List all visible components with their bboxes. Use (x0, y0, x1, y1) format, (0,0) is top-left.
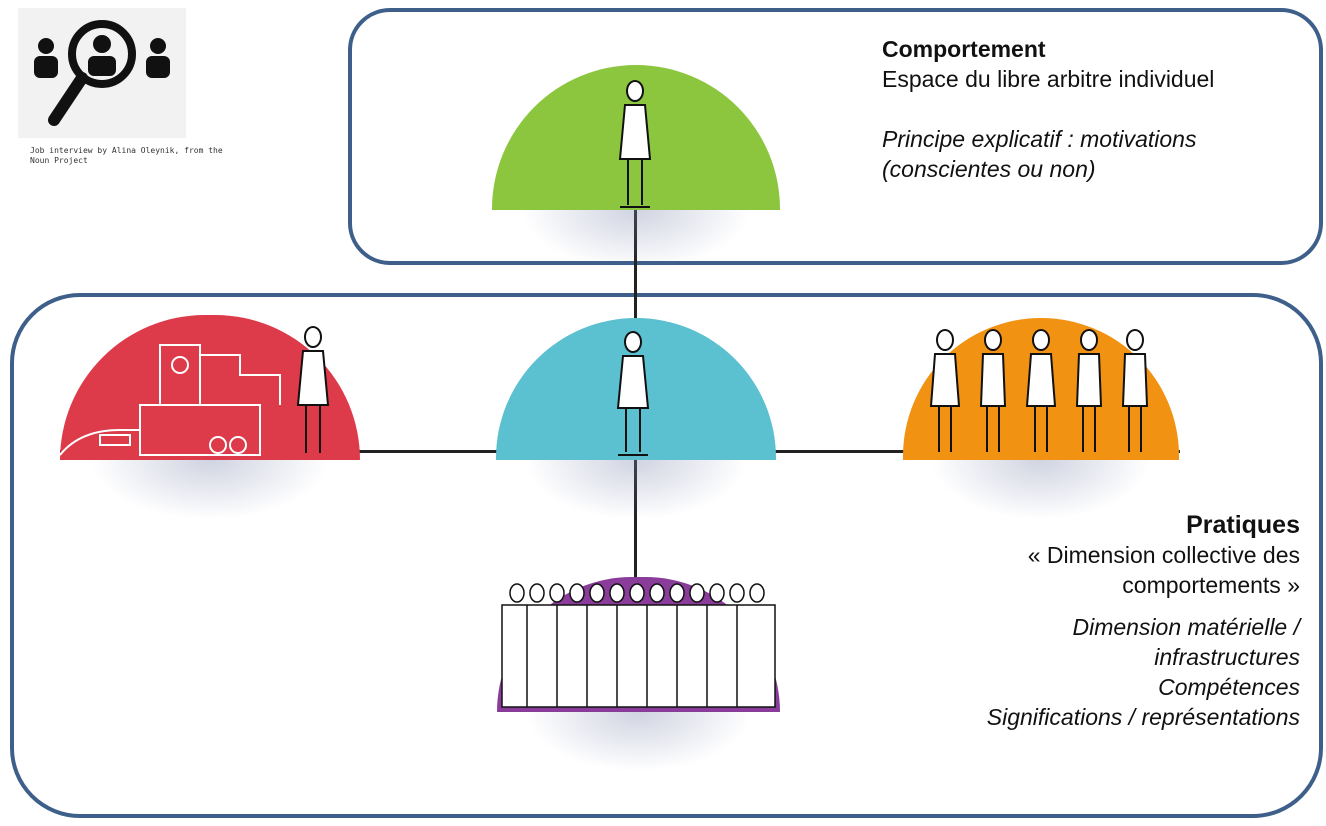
comportement-text-block: Comportement Espace du libre arbitre ind… (882, 34, 1312, 184)
collective-crowd-dome (497, 577, 780, 772)
pratiques-item: Dimension matérielle / (1072, 614, 1300, 640)
pratiques-item: Significations / représentations (986, 704, 1300, 730)
person-figure-icon (618, 80, 652, 208)
comportement-subtitle: Espace du libre arbitre individuel (882, 66, 1215, 92)
job-interview-icon (18, 8, 186, 138)
connector-vertical-top (634, 205, 637, 325)
pratiques-subtitle-line1: « Dimension collective des (1027, 542, 1300, 568)
pratiques-title: Pratiques (1186, 511, 1300, 539)
pratiques-frame (10, 293, 1323, 818)
material-infrastructure-dome (60, 315, 360, 520)
icon-credit: Job interview by Alina Oleynik, from the… (30, 146, 223, 165)
station-building-icon (60, 344, 281, 456)
group-people-icon (929, 329, 1149, 452)
comportement-title: Comportement (882, 36, 1046, 62)
crowd-icon (501, 583, 776, 708)
comportement-frame (348, 8, 1323, 265)
person-figure-icon (296, 326, 330, 453)
connector-vertical-bottom (634, 450, 637, 585)
comportement-principle-line1: Principe explicatif : motivations (882, 126, 1197, 152)
pratiques-text-block: Pratiques « Dimension collective des com… (840, 510, 1300, 732)
comportement-principle-line2: (conscientes ou non) (882, 156, 1096, 182)
social-group-dome (903, 318, 1179, 520)
pratiques-item: infrastructures (1154, 644, 1300, 670)
pratiques-item: Compétences (1158, 674, 1300, 700)
person-figure-icon (616, 331, 650, 456)
pratiques-subtitle-line2: comportements » (1122, 572, 1300, 598)
